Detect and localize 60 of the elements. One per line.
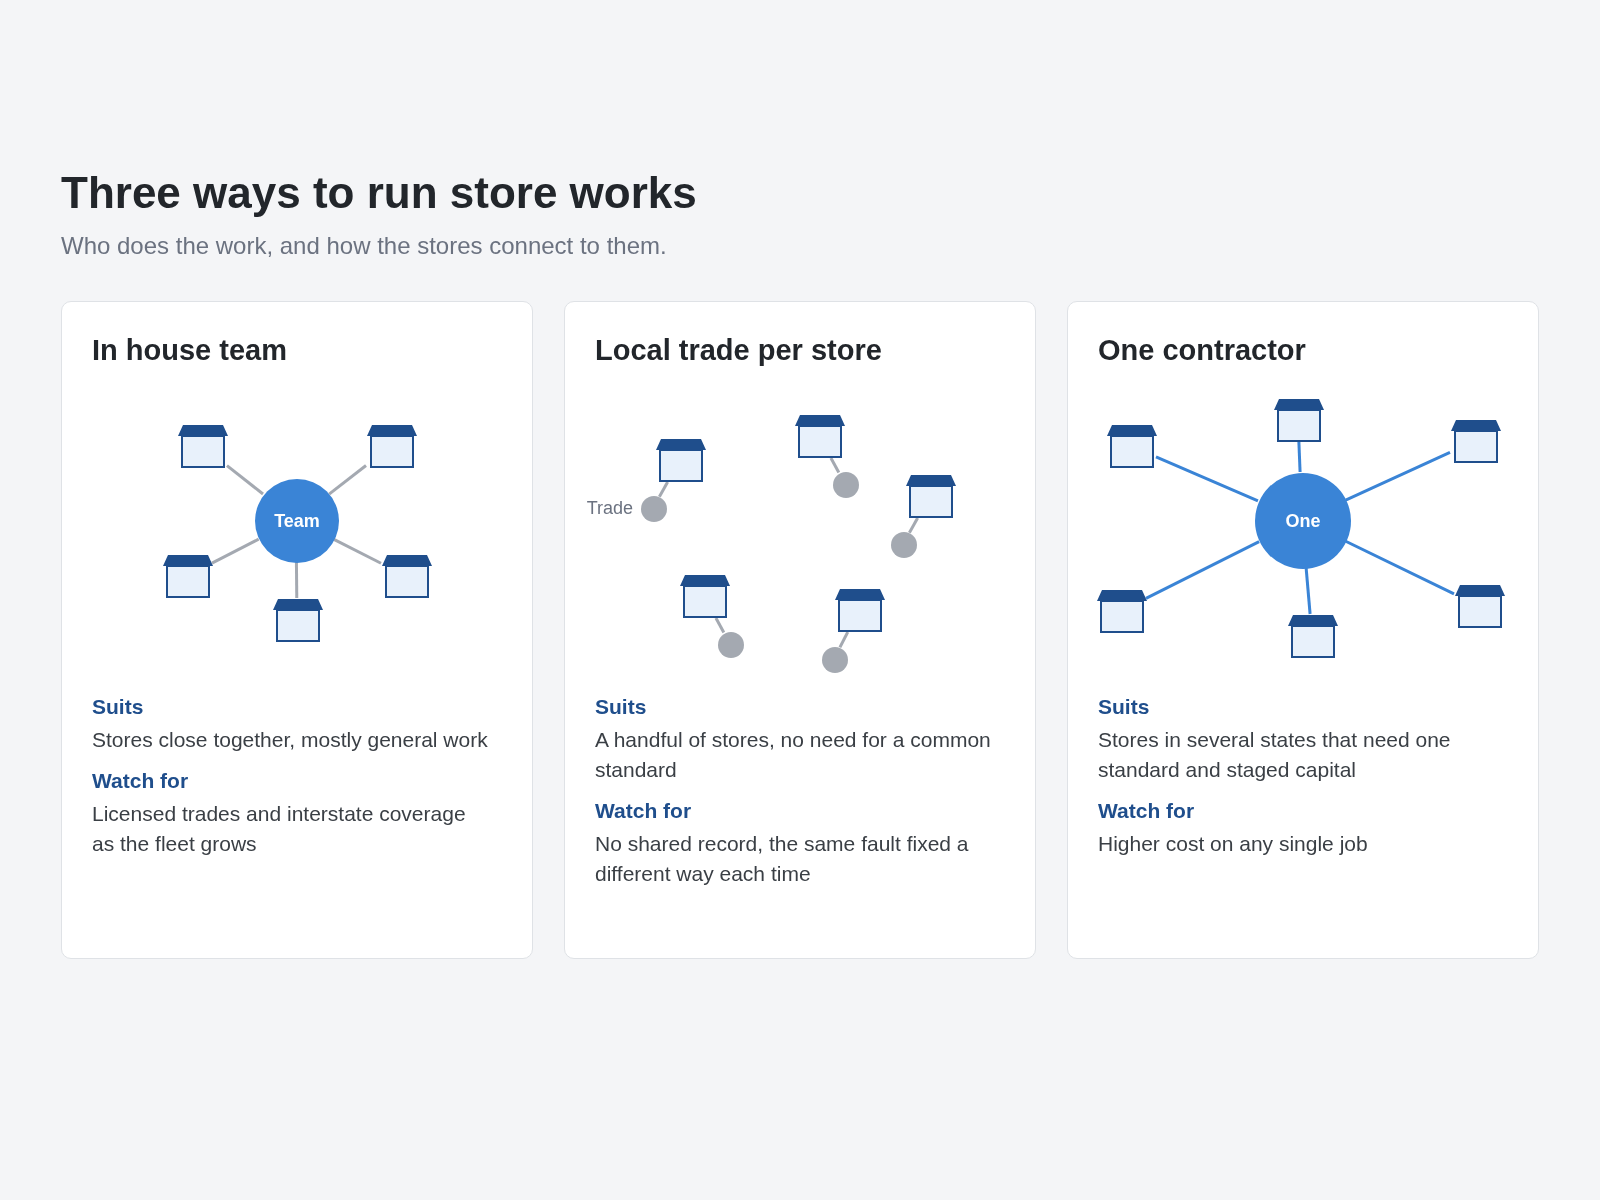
page-title: Three ways to run store works xyxy=(61,168,697,218)
store-icon xyxy=(1288,615,1338,659)
section-text: Stores in several states that need one standard and staged capital xyxy=(1098,727,1452,783)
store-icon xyxy=(656,439,706,483)
connector-line xyxy=(226,464,264,496)
connector-line xyxy=(1155,455,1259,503)
section-text: Stores close together, mostly general work xyxy=(92,727,489,753)
card-heading: Local trade per store xyxy=(595,334,882,367)
card-heading: In house team xyxy=(92,334,287,367)
store-icon xyxy=(1107,425,1157,469)
section-text: Licensed trades and interstate coverage as the fleet grows xyxy=(92,801,467,857)
connector-line xyxy=(1297,441,1302,473)
connector-line xyxy=(328,464,367,496)
store-icon xyxy=(906,475,956,519)
store-icon xyxy=(1097,590,1147,634)
trade-dot xyxy=(718,632,744,658)
connector-line xyxy=(332,537,382,565)
section-text: A handful of stores, no need for a common standard xyxy=(595,727,992,783)
section-text: No shared record, the same fault fixed a different way each time xyxy=(595,831,970,887)
store-icon xyxy=(1455,585,1505,629)
store-icon xyxy=(163,555,213,599)
card-panel xyxy=(1067,301,1539,959)
card-panel xyxy=(61,301,533,959)
connector-line xyxy=(908,517,919,534)
store-icon xyxy=(835,589,885,633)
trade-dot xyxy=(833,472,859,498)
store-icon xyxy=(1274,399,1324,443)
connector-line xyxy=(658,481,669,498)
hub-circle: One xyxy=(1255,473,1351,569)
store-icon xyxy=(273,599,323,643)
connector-line xyxy=(211,537,260,565)
trade-dot xyxy=(641,496,667,522)
connector-line xyxy=(1344,539,1455,596)
connector-line xyxy=(1345,451,1451,502)
store-icon xyxy=(1451,420,1501,464)
card-panel xyxy=(564,301,1036,959)
connector-line xyxy=(829,457,841,474)
connector-line xyxy=(838,631,850,649)
section-label: Suits xyxy=(92,695,145,719)
connector-line xyxy=(294,562,299,598)
section-label: Suits xyxy=(1098,695,1151,719)
store-icon xyxy=(382,555,432,599)
store-icon xyxy=(795,415,845,459)
section-label: Watch for xyxy=(595,799,693,823)
store-icon xyxy=(367,425,417,469)
section-label: Watch for xyxy=(1098,799,1196,823)
connector-line xyxy=(1145,540,1260,600)
connector-line xyxy=(1304,567,1312,615)
node-caption: Trade xyxy=(586,498,633,519)
section-label: Suits xyxy=(595,695,648,719)
card-heading: One contractor xyxy=(1098,334,1306,367)
section-text: Higher cost on any single job xyxy=(1098,831,1369,857)
connector-line xyxy=(714,617,726,634)
store-icon xyxy=(178,425,228,469)
trade-dot xyxy=(822,647,848,673)
section-label: Watch for xyxy=(92,769,190,793)
subtitle: Who does the work, and how the stores connect to them. xyxy=(61,232,667,260)
store-icon xyxy=(680,575,730,619)
hub-circle: Team xyxy=(255,479,339,563)
trade-dot xyxy=(891,532,917,558)
